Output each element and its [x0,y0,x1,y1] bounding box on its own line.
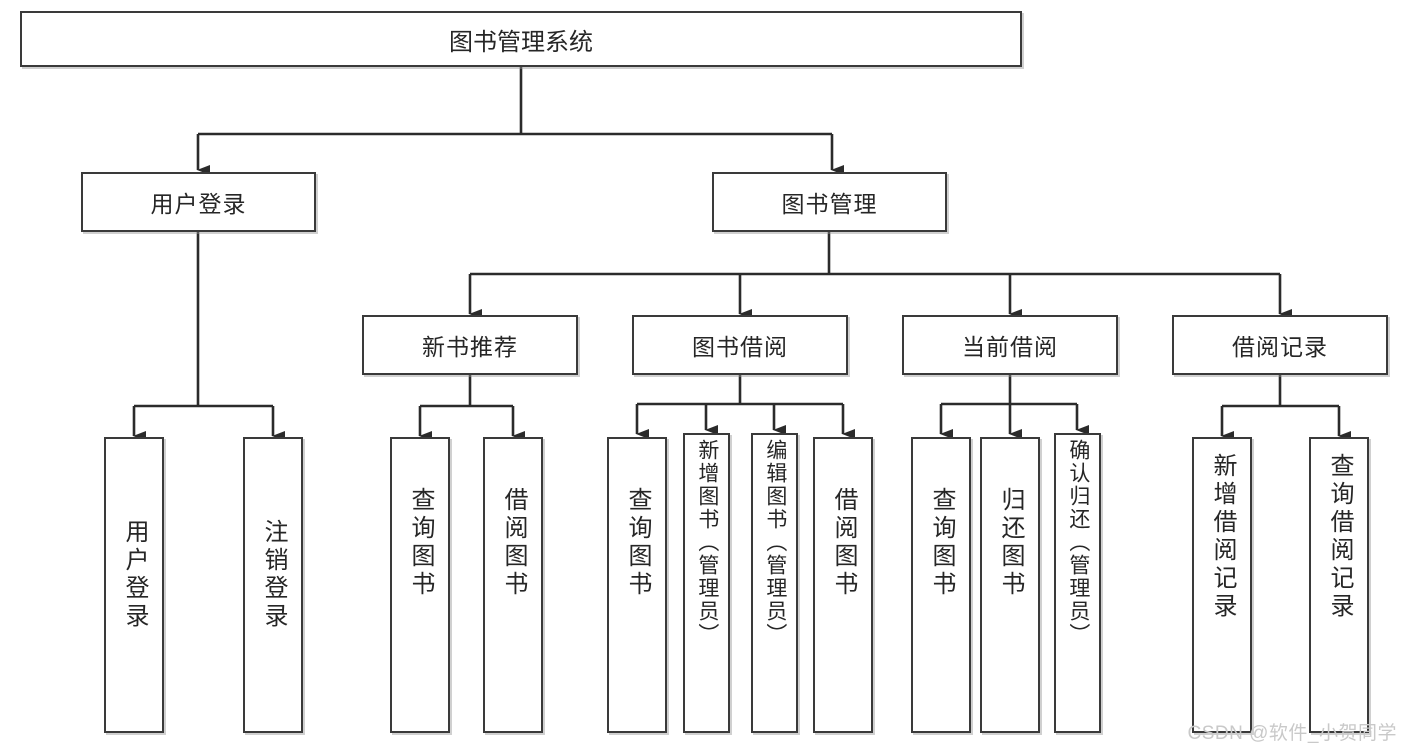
leaf-book-borrow-0[interactable]: 查询图书 [607,437,667,733]
leaf-label: 新增图书（管理员） [695,439,719,646]
node-new-book-recommend-label: 新书推荐 [422,334,518,360]
leaf-label: 查询图书 [623,487,651,599]
leaf-label: 借阅图书 [499,487,527,599]
node-book-borrow-label: 图书借阅 [692,334,788,360]
node-book-management-label: 图书管理 [781,191,878,217]
leaf-borrow-record-1[interactable]: 查询借阅记录 [1309,437,1369,733]
leaf-label: 用户登录 [120,519,148,631]
leaf-new-book-recommend-0[interactable]: 查询图书 [390,437,450,733]
node-current-borrow[interactable]: 当前借阅 [902,315,1118,375]
node-book-management[interactable]: 图书管理 [712,172,947,232]
leaf-label: 注销登录 [259,519,287,631]
leaf-current-borrow-0[interactable]: 查询图书 [911,437,971,733]
leaf-user-login-1[interactable]: 注销登录 [243,437,303,733]
node-current-borrow-label: 当前借阅 [962,334,1058,360]
node-book-borrow[interactable]: 图书借阅 [632,315,848,375]
leaf-label: 查询图书 [927,487,955,599]
node-root[interactable]: 图书管理系统 [20,11,1022,67]
node-new-book-recommend[interactable]: 新书推荐 [362,315,578,375]
leaf-new-book-recommend-1[interactable]: 借阅图书 [483,437,543,733]
leaf-book-borrow-2[interactable]: 编辑图书（管理员） [751,433,798,733]
leaf-label: 归还图书 [996,487,1024,599]
leaf-label: 查询借阅记录 [1325,453,1353,621]
node-borrow-record[interactable]: 借阅记录 [1172,315,1388,375]
leaf-borrow-record-0[interactable]: 新增借阅记录 [1192,437,1252,733]
leaf-label: 借阅图书 [829,487,857,599]
leaf-current-borrow-1[interactable]: 归还图书 [980,437,1040,733]
leaf-label: 编辑图书（管理员） [763,439,787,646]
node-user-login-label: 用户登录 [150,191,247,217]
node-root-label: 图书管理系统 [449,28,593,56]
leaf-user-login-0[interactable]: 用户登录 [104,437,164,733]
node-borrow-record-label: 借阅记录 [1232,334,1328,360]
node-user-login[interactable]: 用户登录 [81,172,316,232]
leaf-book-borrow-3[interactable]: 借阅图书 [813,437,873,733]
leaf-book-borrow-1[interactable]: 新增图书（管理员） [683,433,730,733]
leaf-label: 查询图书 [406,487,434,599]
leaf-label: 新增借阅记录 [1208,453,1236,621]
leaf-current-borrow-2[interactable]: 确认归还（管理员） [1054,433,1101,733]
leaf-label: 确认归还（管理员） [1066,439,1090,646]
